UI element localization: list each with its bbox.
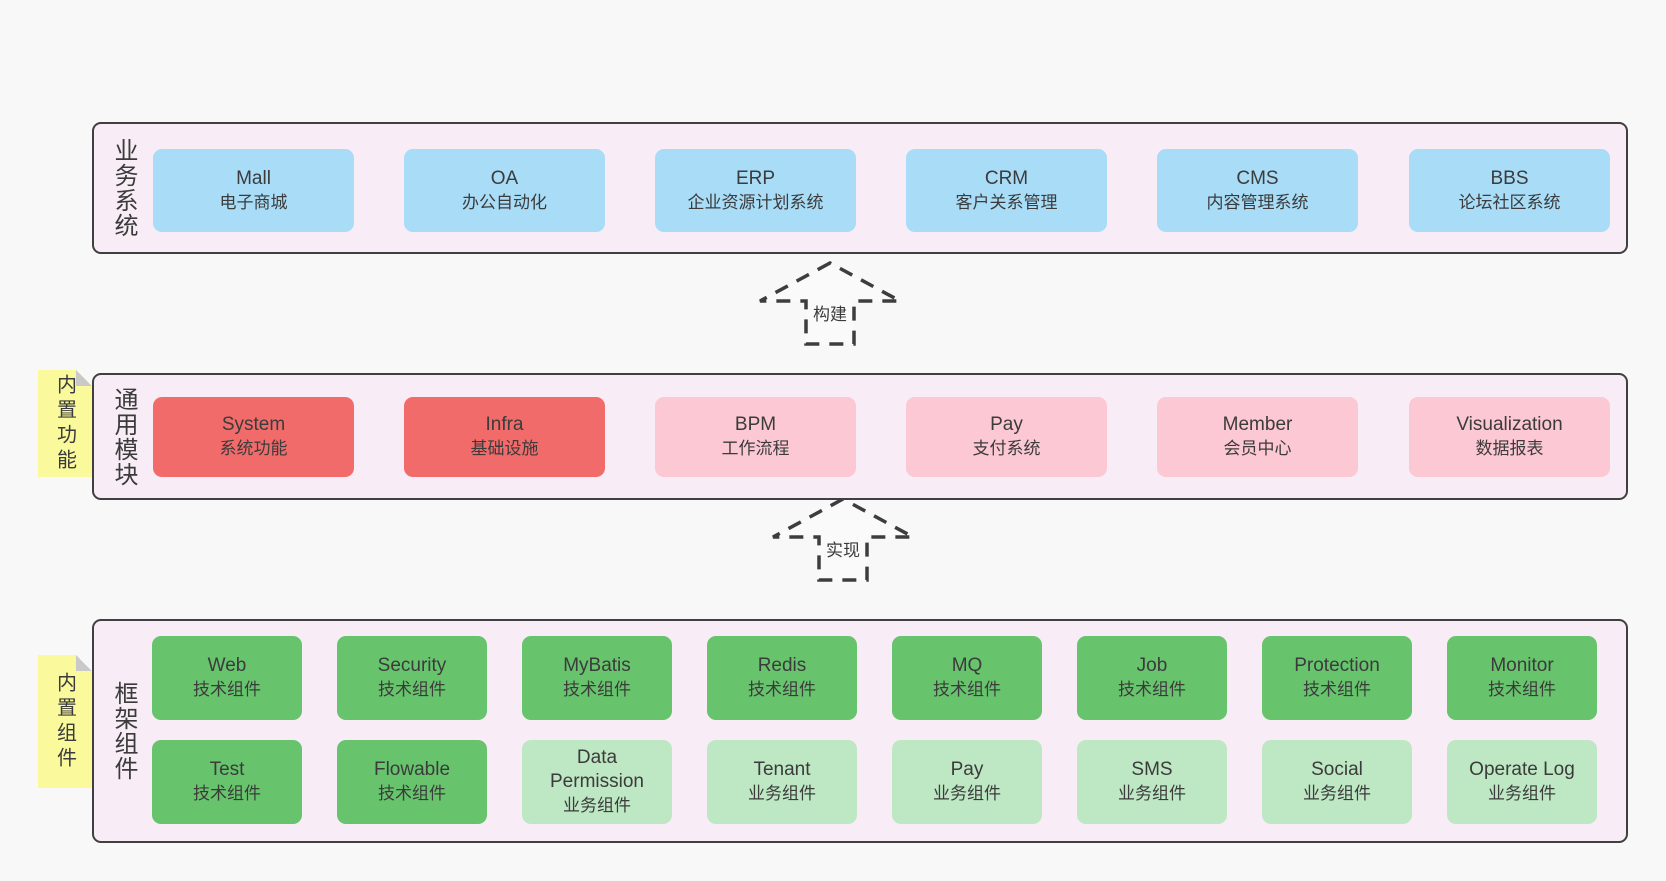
box-pay-component: Pay 业务组件 bbox=[892, 740, 1042, 824]
box-subtitle: 电子商城 bbox=[219, 192, 288, 212]
box-mybatis: MyBatis 技术组件 bbox=[522, 636, 672, 720]
box-subtitle: 技术组件 bbox=[378, 680, 446, 699]
box-subtitle: 技术组件 bbox=[1303, 680, 1371, 699]
panel-business-systems: 业务系统 Mall 电子商城 OA 办公自动化 ERP 企业资源计划系统 CRM… bbox=[92, 122, 1628, 254]
box-subtitle: 技术组件 bbox=[1118, 680, 1186, 699]
panel-common-modules: 通用模块 System 系统功能 Infra 基础设施 BPM 工作流程 Pay… bbox=[92, 373, 1628, 500]
box-system: System 系统功能 bbox=[153, 397, 354, 477]
box-flowable: Flowable 技术组件 bbox=[337, 740, 487, 824]
sticky-note-builtin-features: 内置功能 bbox=[38, 370, 92, 477]
box-title: Monitor bbox=[1490, 655, 1554, 676]
box-bpm: BPM 工作流程 bbox=[655, 397, 856, 477]
box-subtitle: 工作流程 bbox=[721, 439, 790, 458]
box-cms: CMS 内容管理系统 bbox=[1157, 149, 1358, 232]
box-subtitle: 技术组件 bbox=[193, 784, 261, 803]
box-data-permission: Data Permission 业务组件 bbox=[522, 740, 672, 824]
up-arrow-build-icon: 构建 bbox=[759, 261, 901, 346]
box-subtitle: 业务组件 bbox=[748, 784, 816, 803]
box-title: Social bbox=[1311, 759, 1363, 780]
box-subtitle: 会员中心 bbox=[1223, 439, 1292, 458]
box-subtitle: 系统功能 bbox=[219, 439, 288, 458]
box-title: Test bbox=[209, 759, 245, 780]
box-subtitle: 技术组件 bbox=[933, 680, 1001, 699]
box-visualization: Visualization 数据报表 bbox=[1409, 397, 1610, 477]
box-pay-module: Pay 支付系统 bbox=[906, 397, 1107, 477]
box-title: Security bbox=[377, 655, 447, 676]
box-oa: OA 办公自动化 bbox=[404, 149, 605, 232]
arrow-label-build: 构建 bbox=[813, 305, 847, 324]
box-sms: SMS 业务组件 bbox=[1077, 740, 1227, 824]
box-subtitle: 论坛社区系统 bbox=[1458, 192, 1561, 212]
box-subtitle: 办公自动化 bbox=[462, 192, 547, 212]
box-operate-log: Operate Log 业务组件 bbox=[1447, 740, 1597, 824]
box-subtitle: 企业资源计划系统 bbox=[687, 192, 824, 212]
box-title: SMS bbox=[1131, 759, 1173, 780]
panel-framework-components: 框架组件 Web 技术组件 Security 技术组件 MyBatis 技术组件… bbox=[92, 619, 1628, 843]
box-infra: Infra 基础设施 bbox=[404, 397, 605, 477]
box-title: Tenant bbox=[753, 759, 811, 780]
box-subtitle: 内容管理系统 bbox=[1206, 192, 1309, 212]
box-subtitle: 客户关系管理 bbox=[955, 192, 1058, 212]
box-crm: CRM 客户关系管理 bbox=[906, 149, 1107, 232]
box-title: MyBatis bbox=[563, 655, 631, 676]
box-title: Job bbox=[1136, 655, 1168, 676]
box-title: Flowable bbox=[373, 759, 451, 780]
box-member: Member 会员中心 bbox=[1157, 397, 1358, 477]
box-title: Data Permission bbox=[550, 747, 644, 792]
box-subtitle: 业务组件 bbox=[1488, 784, 1556, 803]
box-mall: Mall 电子商城 bbox=[153, 149, 354, 232]
panel-label-framework-components: 框架组件 bbox=[110, 681, 137, 781]
box-mq: MQ 技术组件 bbox=[892, 636, 1042, 720]
box-subtitle: 技术组件 bbox=[563, 680, 631, 699]
box-tenant: Tenant 业务组件 bbox=[707, 740, 857, 824]
box-erp: ERP 企业资源计划系统 bbox=[655, 149, 856, 232]
box-subtitle: 技术组件 bbox=[748, 680, 816, 699]
box-title: Protection bbox=[1294, 655, 1380, 676]
box-title: Visualization bbox=[1456, 414, 1563, 435]
box-monitor: Monitor 技术组件 bbox=[1447, 636, 1597, 720]
box-title: Operate Log bbox=[1469, 759, 1575, 780]
box-title: CRM bbox=[984, 167, 1029, 189]
box-test: Test 技术组件 bbox=[152, 740, 302, 824]
box-subtitle: 支付系统 bbox=[972, 439, 1041, 458]
box-social: Social 业务组件 bbox=[1262, 740, 1412, 824]
box-subtitle: 技术组件 bbox=[193, 680, 261, 699]
box-title: BBS bbox=[1490, 167, 1529, 189]
box-title: ERP bbox=[735, 167, 776, 189]
sticky-note-label: 内置组件 bbox=[53, 671, 76, 772]
up-arrow-implement-icon: 实现 bbox=[772, 497, 914, 582]
box-subtitle: 业务组件 bbox=[1303, 784, 1371, 803]
sticky-note-label: 内置功能 bbox=[53, 373, 76, 474]
box-title: MQ bbox=[951, 655, 983, 676]
box-title: BPM bbox=[734, 414, 777, 435]
box-title: Pay bbox=[990, 414, 1023, 435]
box-subtitle: 技术组件 bbox=[378, 784, 446, 803]
box-job: Job 技术组件 bbox=[1077, 636, 1227, 720]
panel-label-business-systems: 业务系统 bbox=[110, 138, 137, 238]
sticky-note-builtin-components: 内置组件 bbox=[38, 655, 92, 788]
box-title: Pay bbox=[950, 759, 984, 780]
box-security: Security 技术组件 bbox=[337, 636, 487, 720]
box-redis: Redis 技术组件 bbox=[707, 636, 857, 720]
box-title: CMS bbox=[1236, 167, 1279, 189]
box-title: Infra bbox=[485, 414, 524, 435]
box-title: Web bbox=[207, 655, 247, 676]
box-protection: Protection 技术组件 bbox=[1262, 636, 1412, 720]
box-title: Redis bbox=[757, 655, 807, 676]
box-web: Web 技术组件 bbox=[152, 636, 302, 720]
box-subtitle: 技术组件 bbox=[1488, 680, 1556, 699]
box-subtitle: 数据报表 bbox=[1475, 439, 1544, 458]
box-subtitle: 基础设施 bbox=[470, 439, 539, 458]
box-subtitle: 业务组件 bbox=[1118, 784, 1186, 803]
box-title: OA bbox=[490, 167, 519, 189]
box-title: Mall bbox=[236, 167, 271, 189]
panel-label-common-modules: 通用模块 bbox=[110, 386, 137, 487]
box-bbs: BBS 论坛社区系统 bbox=[1409, 149, 1610, 232]
arrow-label-implement: 实现 bbox=[826, 541, 860, 560]
box-title: System bbox=[221, 414, 286, 435]
box-title: Member bbox=[1222, 414, 1293, 435]
box-subtitle: 业务组件 bbox=[563, 796, 631, 815]
box-subtitle: 业务组件 bbox=[933, 784, 1001, 803]
